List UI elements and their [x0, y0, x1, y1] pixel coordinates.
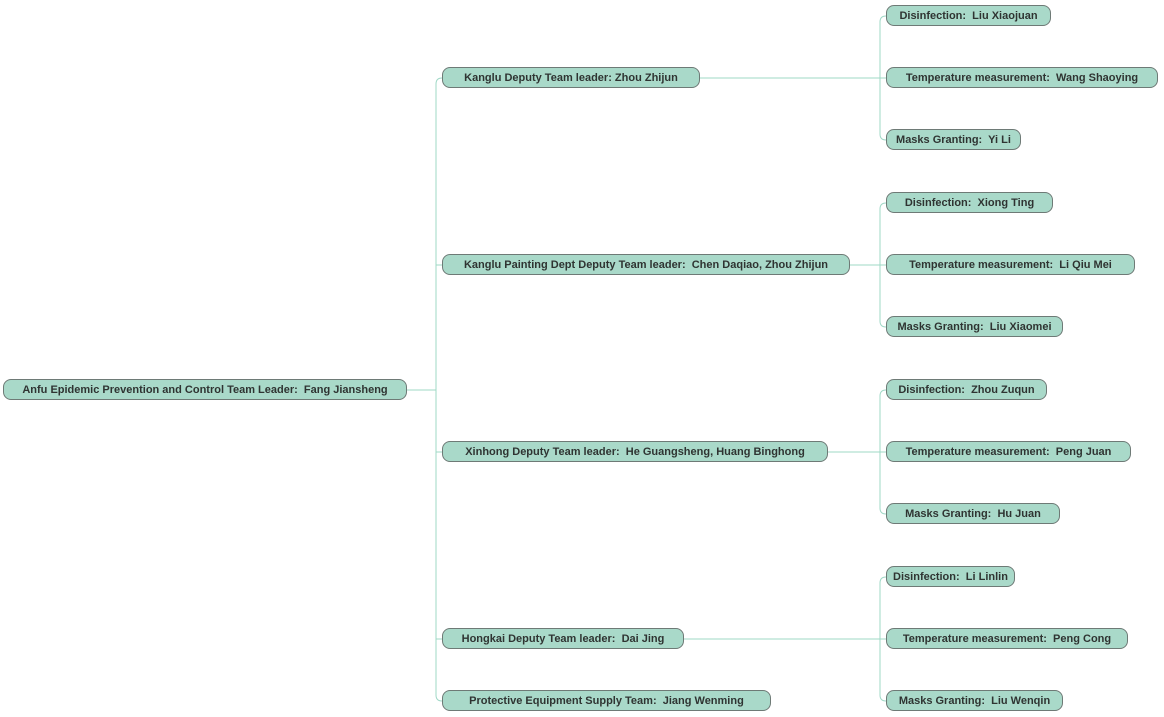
group-3-lines [828, 389, 887, 515]
branch-kanglu[interactable]: Kanglu Deputy Team leader: Zhou Zhijun [442, 67, 700, 88]
group-2-lines [850, 202, 887, 328]
leaf-temperature[interactable]: Temperature measurement: Wang Shaoying [886, 67, 1158, 88]
branch-5-connector [435, 694, 443, 702]
group-4-lines [684, 576, 887, 702]
branch-1-connector [435, 77, 443, 85]
branch-protective-equipment[interactable]: Protective Equipment Supply Team: Jiang … [442, 690, 771, 711]
leaf-masks[interactable]: Masks Granting: Yi Li [886, 129, 1021, 150]
leaf-masks[interactable]: Masks Granting: Liu Xiaomei [886, 316, 1063, 337]
leaf-temperature[interactable]: Temperature measurement: Peng Cong [886, 628, 1128, 649]
root-node[interactable]: Anfu Epidemic Prevention and Control Tea… [3, 379, 407, 400]
leaf-disinfection[interactable]: Disinfection: Li Linlin [886, 566, 1015, 587]
branch-kanglu-painting[interactable]: Kanglu Painting Dept Deputy Team leader:… [442, 254, 850, 275]
leaf-masks[interactable]: Masks Granting: Liu Wenqin [886, 690, 1063, 711]
leaf-disinfection[interactable]: Disinfection: Liu Xiaojuan [886, 5, 1051, 26]
branch-xinhong[interactable]: Xinhong Deputy Team leader: He Guangshen… [442, 441, 828, 462]
leaf-temperature[interactable]: Temperature measurement: Li Qiu Mei [886, 254, 1135, 275]
leaf-disinfection[interactable]: Disinfection: Zhou Zuqun [886, 379, 1047, 400]
group-1-lines [700, 15, 887, 141]
branch-hongkai[interactable]: Hongkai Deputy Team leader: Dai Jing [442, 628, 684, 649]
leaf-disinfection[interactable]: Disinfection: Xiong Ting [886, 192, 1053, 213]
leaf-masks[interactable]: Masks Granting: Hu Juan [886, 503, 1060, 524]
leaf-temperature[interactable]: Temperature measurement: Peng Juan [886, 441, 1131, 462]
